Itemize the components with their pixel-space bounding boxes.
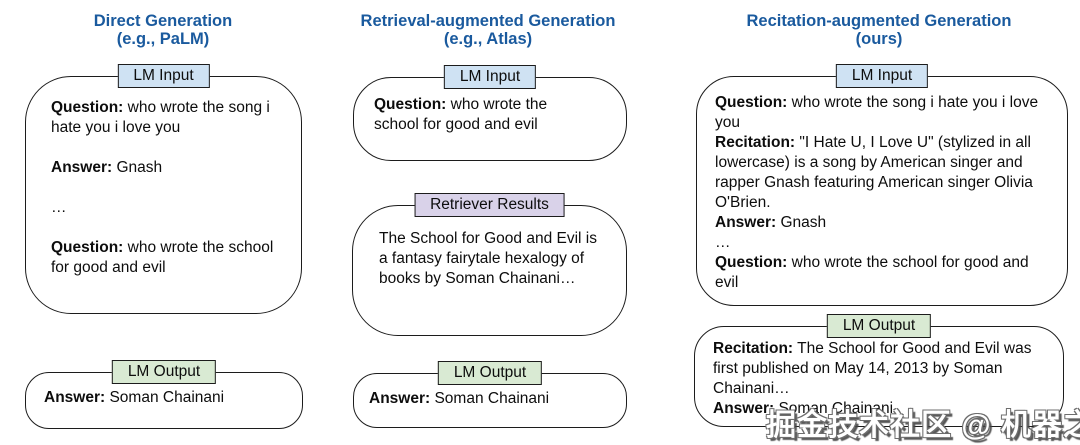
title-line-2: (e.g., PaLM) [116,30,210,48]
text-line: Answer: Gnash [715,214,827,231]
retrieval-lm-output-box: LM Output Answer: Soman Chainani [353,361,627,428]
retriever-results-box: Retriever Results The School for Good an… [352,193,627,336]
retriever-results-label: Retriever Results [414,193,565,217]
blank-line [51,138,278,158]
title-line-2: (e.g., Atlas) [443,30,533,48]
lm-input-content: Question: who wrote the song i hate you … [697,77,1067,293]
column-title-retrieval-augmented: Retrieval-augmented Generation (e.g., At… [338,12,638,48]
text-line: … [715,234,731,251]
title-line-1: Recitation-augmented Generation [746,12,1012,30]
text-line: Question: who wrote the school for good … [715,254,1029,291]
lm-output-content: Answer: Soman Chainani [26,373,302,408]
text-line: Question: who wrote the song i hate you … [51,99,270,136]
direct-lm-output-box: LM Output Answer: Soman Chainani [25,360,303,429]
site-watermark: 掘金技术社区 @ 机器之心 [766,409,1080,442]
column-title-direct-generation: Direct Generation (e.g., PaLM) [13,12,313,48]
direct-lm-input-box: LM Input Question: who wrote the song i … [25,64,302,314]
text-line: Question: who wrote the song i hate you … [715,94,1039,131]
recitation-lm-input-box: LM Input Question: who wrote the song i … [696,64,1068,306]
text-line: Question: who wrote the school for good … [374,96,548,133]
title-line-1: Retrieval-augmented Generation [360,12,616,30]
lm-input-label: LM Input [835,64,929,88]
lm-input-label: LM Input [117,64,210,88]
text-line: … [51,199,67,216]
column-title-recitation-augmented: Recitation-augmented Generation (ours) [729,12,1029,48]
retrieval-lm-input-box: LM Input Question: who wrote the school … [353,65,627,161]
text-line: Answer: Gnash [51,159,163,176]
title-line-2: (ours) [855,30,903,48]
title-line-1: Direct Generation [93,12,233,30]
lm-output-label: LM Output [437,361,543,385]
retriever-results-content: The School for Good and Evil is a fantas… [353,206,626,289]
recitation-lm-output-box: LM Output Recitation: The School for Goo… [694,314,1064,427]
lm-output-label: LM Output [826,314,932,338]
lm-input-content: Question: who wrote the song i hate you … [26,77,301,278]
text-line: Recitation: "I Hate U, I Love U" (styliz… [715,134,1033,211]
blank-line [51,178,278,198]
lm-output-content: Answer: Soman Chainani [354,374,626,409]
text-line: Recitation: The School for Good and Evil… [713,340,1032,397]
text-line: Answer: Soman Chainani [44,389,225,406]
text-line: The School for Good and Evil is a fantas… [379,230,597,287]
blank-line [51,218,278,238]
text-line: Answer: Soman Chainani [713,400,894,417]
lm-output-content: Recitation: The School for Good and Evil… [695,327,1063,419]
lm-input-label: LM Input [443,65,537,89]
lm-output-label: LM Output [111,360,217,384]
text-line: Answer: Soman Chainani [369,390,550,407]
lm-input-content: Question: who wrote the school for good … [354,78,626,135]
text-line: Question: who wrote the school for good … [51,239,274,276]
